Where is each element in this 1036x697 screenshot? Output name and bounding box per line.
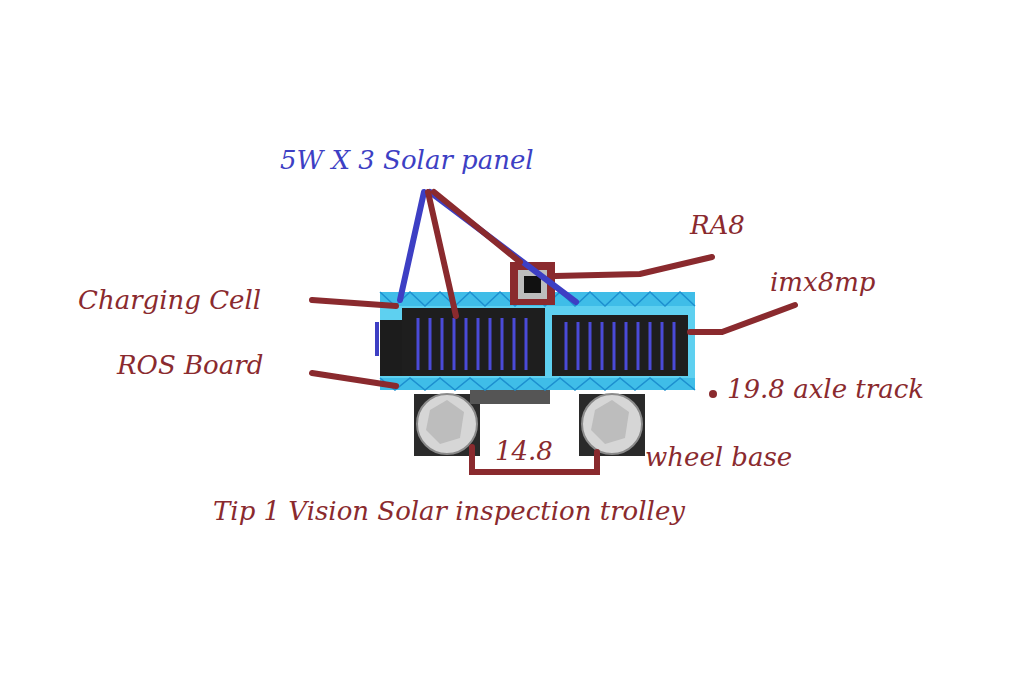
track-dot bbox=[709, 390, 717, 398]
frame-rail bbox=[380, 378, 695, 390]
ra8-label: RA8 bbox=[690, 211, 745, 240]
wheel-base-label: wheel base bbox=[645, 443, 792, 472]
leader-lines bbox=[312, 192, 795, 472]
wheel-facet bbox=[591, 400, 629, 444]
charging-cell bbox=[380, 320, 402, 376]
dimension-label: 14.8 bbox=[495, 437, 553, 466]
cell-terminal bbox=[375, 322, 379, 356]
wheel-mount bbox=[579, 394, 645, 456]
ros-board-label: ROS Board bbox=[117, 351, 263, 380]
frame bbox=[380, 292, 695, 390]
solar-cells bbox=[418, 318, 674, 370]
ra8-core bbox=[524, 276, 541, 293]
wheel bbox=[582, 394, 642, 454]
frame-lattice bbox=[380, 292, 695, 390]
charging-cell-label: Charging Cell bbox=[78, 286, 261, 315]
caption: Tip 1 Vision Solar inspection trolley bbox=[213, 497, 685, 526]
imx8mp-label: imx8mp bbox=[770, 268, 875, 297]
solar-panel bbox=[552, 315, 688, 376]
solar-panel-label: 5W X 3 Solar panel bbox=[280, 146, 534, 175]
solar-panel bbox=[402, 308, 545, 376]
wheel bbox=[417, 394, 477, 454]
axle-track-label: 19.8 axle track bbox=[727, 375, 924, 404]
wheel-facet bbox=[426, 400, 464, 444]
